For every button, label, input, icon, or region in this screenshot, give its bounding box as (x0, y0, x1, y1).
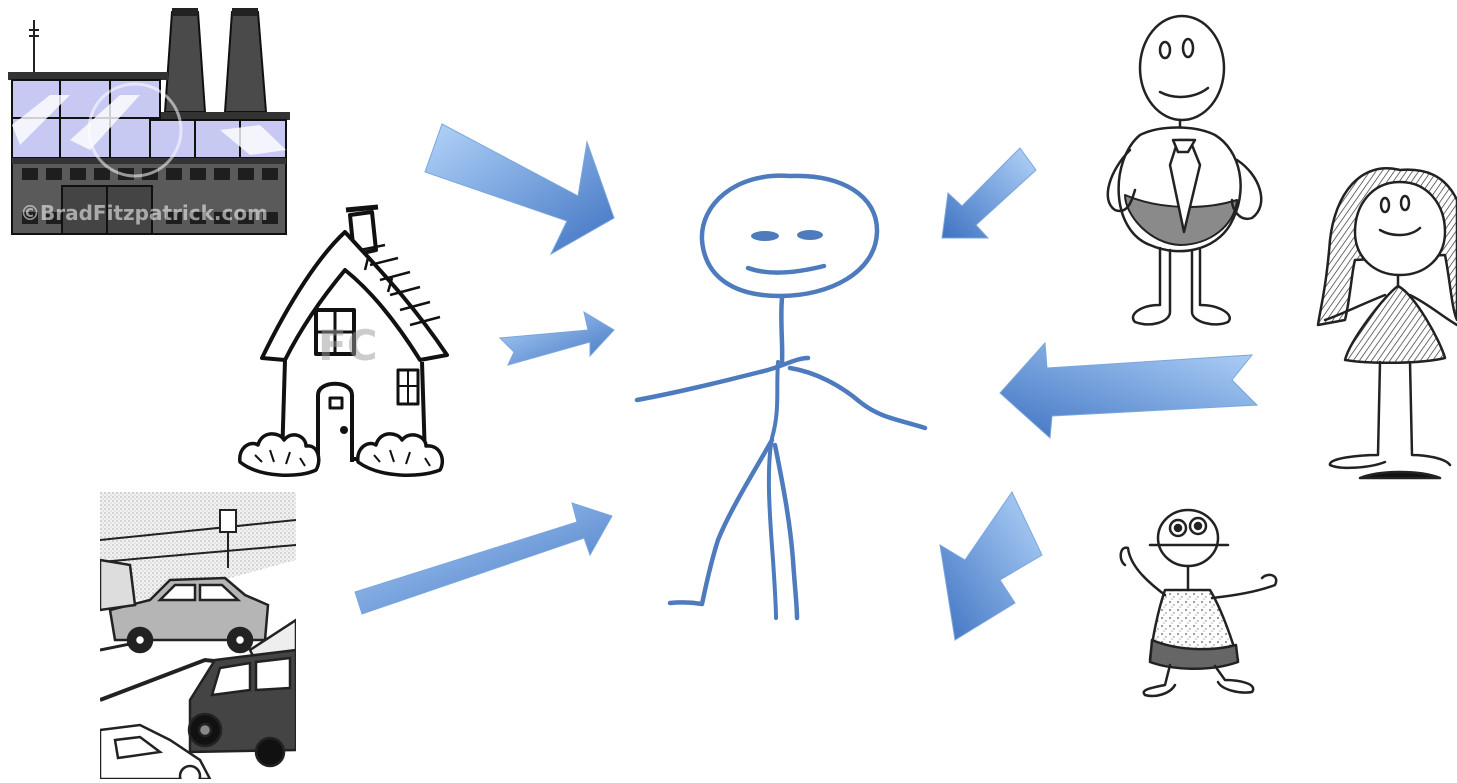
man-with-tie-icon (1106, 14, 1263, 326)
arrow-parking-to-person (354, 502, 613, 615)
factory-watermark: ©BradFitzpatrick.com (20, 201, 268, 225)
arrow-man-to-person (941, 147, 1037, 239)
stick-figure-person-icon (634, 173, 928, 621)
arrow-house-to-person (498, 310, 615, 366)
factory-icon: ©BradFitzpatrick.com (8, 8, 290, 235)
parking-lot-cars-icon (100, 492, 296, 779)
arrow-factory-to-person (424, 123, 615, 256)
arrow-woman-to-person (999, 341, 1259, 440)
house-icon: FC (238, 204, 449, 477)
child-icon (1119, 508, 1278, 698)
arrow-child-to-person (939, 491, 1043, 641)
woman-icon (1316, 167, 1457, 480)
house-watermark: FC (318, 321, 378, 370)
